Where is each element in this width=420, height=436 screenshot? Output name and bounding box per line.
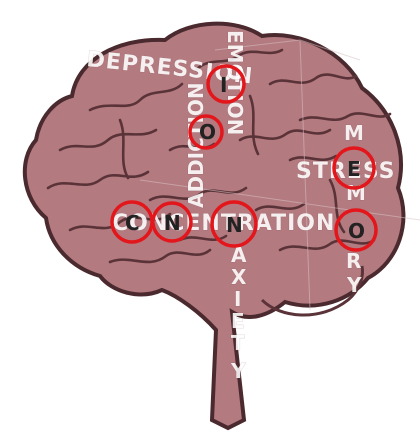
circled-letter-text: N (226, 213, 243, 237)
circled-letter-text: N (164, 211, 181, 235)
anxiety-letter: X (231, 265, 247, 289)
anxiety-letter: E (231, 309, 245, 333)
memory-letter: R (346, 249, 361, 273)
word-anxiety: A X I E T Y (230, 243, 247, 383)
anxiety-letter: Y (230, 359, 246, 383)
word-concentration: CONCENTRATION (112, 211, 335, 236)
circled-letter-text: C (125, 211, 140, 235)
circled-letter-text: O (199, 120, 216, 144)
circled-letter-text: O (348, 219, 365, 243)
anxiety-letter: T (231, 331, 245, 355)
memory-letter: M (344, 121, 364, 145)
memory-letter: Y (346, 273, 362, 297)
circled-letter-text: E (347, 157, 361, 181)
circled-letter-text: I (220, 73, 227, 97)
anxiety-letter: I (234, 287, 241, 311)
